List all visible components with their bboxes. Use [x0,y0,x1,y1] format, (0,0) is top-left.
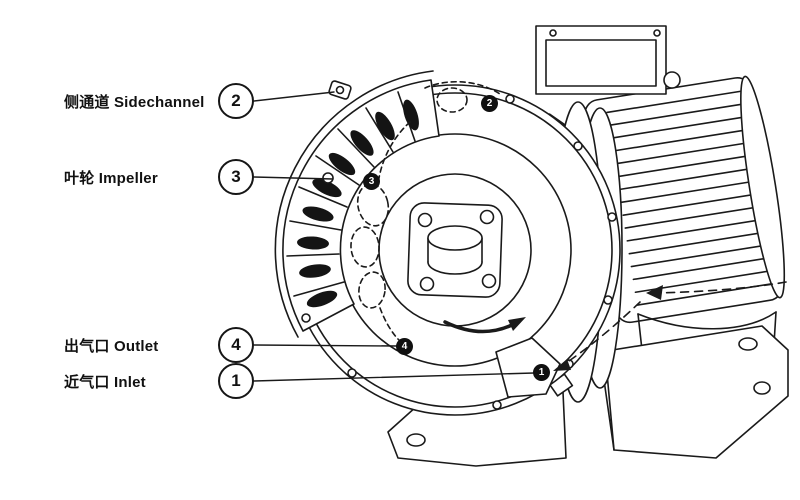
callout-circle-1: 1 [218,363,254,399]
marker-impeller: 3 [363,173,380,190]
marker-outlet: 4 [396,338,413,355]
callout-circle-4: 4 [218,327,254,363]
legend-row-sidechannel: 侧通道 Sidechannel 2 [64,83,254,119]
suction-arrowhead [553,359,571,371]
marker-sidechannel: 2 [481,95,498,112]
inlet-flow-arrowhead [646,285,663,300]
impeller-blades [297,99,419,308]
legend-label-outlet: 出气口 Outlet [64,337,159,355]
callout-circle-2: 2 [218,83,254,119]
airflow-arrows [350,80,787,371]
leader-lines [253,91,535,382]
terminal-box [535,25,681,95]
legend-label-sidechannel: 侧通道 Sidechannel [64,93,205,111]
sidechannel-cutaway [274,70,440,338]
marker-inlet: 1 [533,364,550,381]
legend-row-outlet: 出气口 Outlet 4 [64,327,254,363]
rotation-arrow [443,320,516,334]
legend-label-impeller: 叶轮 Impeller [64,169,158,187]
callout-circle-3: 3 [218,159,254,195]
rotation-arrowhead [508,317,526,331]
motor-body [584,75,786,324]
legend-label-inlet: 近气口 Inlet [64,373,146,391]
legend-row-impeller: 叶轮 Impeller 3 [64,159,254,195]
legend-row-inlet: 近气口 Inlet 1 [64,363,254,399]
shaft-hub [407,202,503,298]
inlet-port [495,337,561,398]
